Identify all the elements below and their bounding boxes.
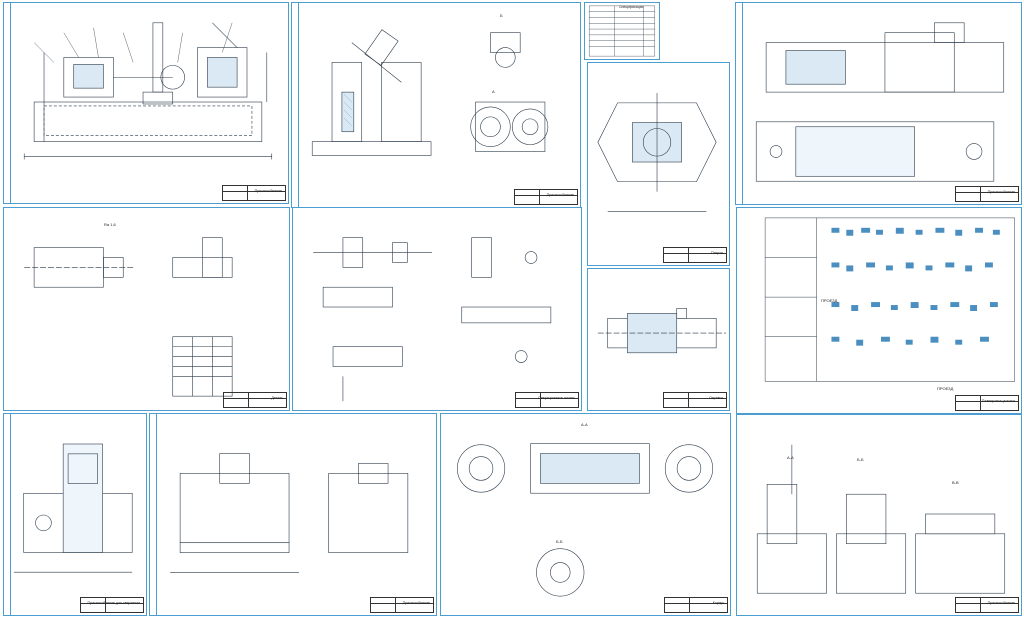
sheet-side-strip: [150, 414, 157, 615]
section-label-a: А: [492, 89, 495, 94]
drawing-sheet-fixture-main[interactable]: Приспособление: [3, 2, 289, 204]
sheet-title: Деталь: [271, 396, 283, 400]
section-label-b: Б: [500, 13, 503, 18]
equipment-layout: [831, 227, 1000, 346]
drawing-sheet-chuck[interactable]: Патрон: [587, 62, 730, 266]
sheet-title: Приспособление: [402, 601, 430, 605]
chuck-drawing: [597, 93, 717, 212]
sheet-title: Приспособление: [987, 190, 1015, 194]
sheet-title: Приспособление: [254, 189, 282, 193]
title-block: [955, 597, 1019, 613]
drawing-sheet-b1[interactable]: Приспособление для сверления: [3, 413, 147, 616]
sheet-side-strip: [736, 3, 743, 204]
fixture-two-views: [170, 453, 409, 573]
section-label-aa: А-А: [581, 422, 588, 427]
drawing-sheet-operations[interactable]: Операционные эскизы: [292, 207, 582, 411]
title-block: [514, 189, 578, 205]
title-block: [370, 597, 434, 613]
sheet-side-strip: [4, 3, 11, 203]
drawing-sheet-plan[interactable]: ПРОЕЗД ПРОЕЗД Планировка участка: [736, 207, 1022, 414]
title-block: [222, 185, 286, 201]
title-block: [515, 392, 579, 408]
roughness-mark: Ra 1,6: [104, 222, 116, 227]
fixture-top-drawing: [755, 22, 1005, 182]
drawing-sheet-press[interactable]: А Б Приспособление: [291, 2, 581, 208]
sheet-title: Оправка: [709, 396, 723, 400]
section-label-bb: Б-Б: [556, 539, 563, 544]
section-label-v: В-В: [952, 480, 959, 485]
sheet-title: Корпус: [712, 601, 724, 605]
sheet-title: Приспособление: [546, 193, 574, 197]
part-drawing: [24, 237, 233, 397]
press-fixture-drawing: [311, 29, 549, 156]
title-block: [223, 392, 287, 408]
sheet-title: Спецификация: [619, 5, 644, 9]
title-block: [663, 392, 727, 408]
drawing-sheet-b3[interactable]: А-А Б-Б Корпус: [440, 413, 731, 616]
workshop-layout-plan: [764, 217, 1015, 382]
sheet-title: Патрон: [711, 251, 723, 255]
drawing-sheet-part-left[interactable]: Ra 1,6 Деталь: [3, 207, 290, 411]
title-block: [955, 186, 1019, 202]
sheet-side-strip: [292, 3, 299, 207]
shaft-drawing: [597, 308, 727, 354]
operations-sketch: [313, 237, 552, 402]
sheet-title: Операционные эскизы: [538, 396, 575, 400]
fixture-assembly-drawing: [23, 22, 273, 160]
section-label-b: Б-Б: [857, 457, 864, 462]
drawing-sheet-shaft[interactable]: Оправка: [587, 268, 730, 411]
drawing-sheet-b2[interactable]: Приспособление: [149, 413, 437, 616]
specification-table: [588, 5, 656, 57]
drilling-fixture-drawing: [13, 443, 133, 573]
sheet-title: Приспособление: [987, 601, 1015, 605]
section-label-a: А-А: [787, 455, 794, 460]
title-block: [80, 597, 144, 613]
drawing-sheet-b4[interactable]: А-А Б-Б В-В Приспособление: [736, 414, 1022, 616]
housing-drawing: [456, 443, 714, 597]
zone-label: ПРОЕЗД: [821, 298, 838, 303]
drawing-sheet-fixture-top[interactable]: Приспособление: [735, 2, 1022, 205]
drawing-sheet-spec[interactable]: Спецификация: [584, 2, 660, 60]
title-block: [663, 247, 727, 263]
title-block: [955, 395, 1019, 411]
sheet-side-strip: [4, 414, 11, 615]
fixture-sections: [756, 444, 1006, 594]
sheet-title: Планировка участка: [981, 399, 1015, 403]
zone-label-2: ПРОЕЗД: [937, 386, 954, 391]
title-block: [664, 597, 728, 613]
sheet-title: Приспособление для сверления: [87, 601, 140, 605]
